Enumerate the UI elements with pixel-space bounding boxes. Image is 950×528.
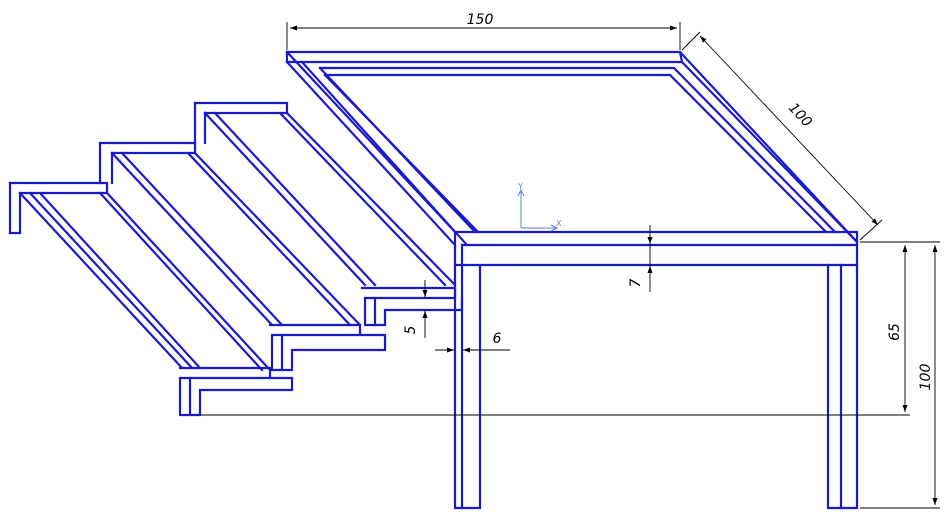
dim-label-step-thickness: 5 (403, 325, 419, 334)
stair-step-2 (98, 141, 362, 327)
dim-label-leg-height: 65 (887, 323, 903, 341)
dim-label-leg-width: 6 (493, 331, 502, 347)
dimension-frame-height: 7 (628, 225, 653, 292)
dimension-leg-height: 65 (200, 245, 910, 416)
stair-step-1-top (8, 181, 272, 372)
dimension-step-thickness: 5 (403, 280, 428, 338)
dim-label-top-width: 150 (467, 12, 494, 28)
front-right-leg (826, 263, 859, 510)
dimension-leg-width: 6 (435, 331, 510, 353)
axis-y-label: Y (517, 182, 523, 191)
dimension-top-depth: 100 (681, 31, 883, 241)
stair-risers-front (178, 286, 464, 417)
dim-label-total-height: 100 (918, 364, 934, 391)
stair-step-3 (193, 101, 457, 287)
dim-label-frame-height: 7 (628, 278, 644, 287)
dimension-top-width: 150 (286, 12, 681, 50)
dimension-total-height: 100 (860, 241, 940, 509)
axis-x-label: X (556, 219, 562, 228)
platform-top-frame (285, 50, 859, 267)
dim-label-top-depth: 100 (785, 100, 815, 131)
front-left-leg (453, 263, 482, 510)
coordinate-axis-triad: Y X (517, 182, 562, 232)
